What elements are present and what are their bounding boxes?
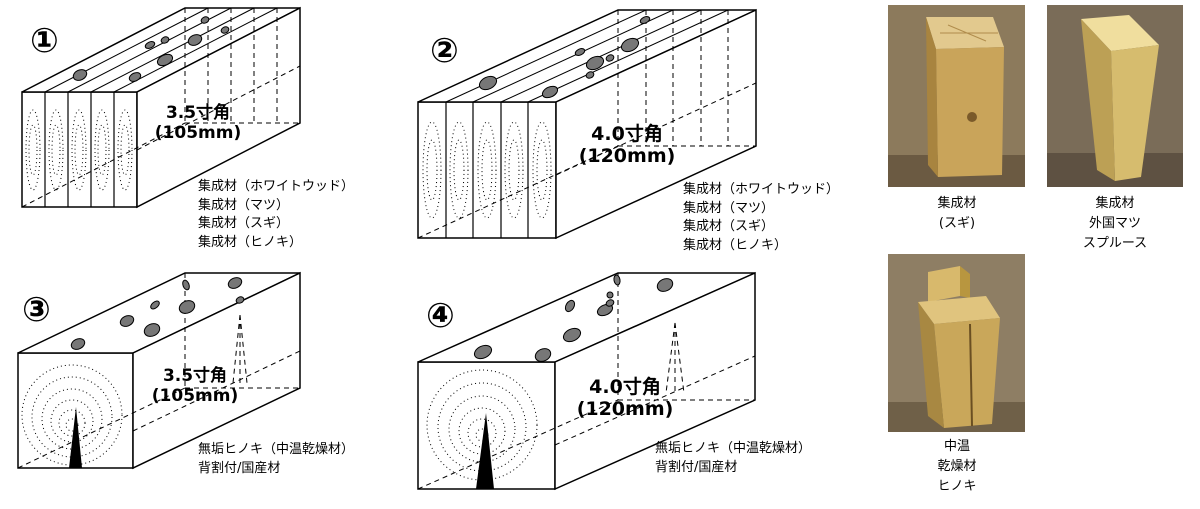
diagram-4: ④ 4.0寸角 (120mm) 無垢ヒノキ（中温乾燥材） 背割付/国産材: [410, 265, 870, 500]
spec-line: 背割付/国産材: [198, 460, 354, 479]
spec-line: 無垢ヒノキ（中温乾燥材）: [198, 441, 354, 460]
caption-line: 集成材: [1058, 194, 1172, 214]
diagram-1: ① 3.5寸角 (105mm) 集成材（ホワイトウッド） 集成材（マツ） 集成材…: [0, 0, 420, 250]
dimension-label: 4.0寸角 (120mm): [572, 124, 682, 168]
dimension-sub: (120mm): [572, 146, 682, 168]
photo-laminated-sugi: [888, 5, 1025, 187]
photo-hinoki: [888, 254, 1025, 432]
spec-list: 集成材（ホワイトウッド） 集成材（マツ） 集成材（スギ） 集成材（ヒノキ）: [198, 178, 354, 252]
spec-line: 集成材（ホワイトウッド）: [683, 181, 839, 200]
caption-line: 中温: [900, 437, 1014, 457]
spec-line: 集成材（スギ）: [683, 218, 839, 237]
dimension-label: 3.5寸角 (105mm): [140, 367, 250, 406]
spec-line: 集成材（ヒノキ）: [198, 234, 354, 253]
diagram-2: ② 4.0寸角 (120mm) 集成材（ホワイトウッド） 集成材（マツ） 集成材…: [410, 0, 870, 260]
spec-list: 無垢ヒノキ（中温乾燥材） 背割付/国産材: [198, 441, 354, 478]
caption-line: ヒノキ: [900, 477, 1014, 497]
dimension-main: 4.0寸角: [572, 124, 682, 146]
dimension-sub: (105mm): [140, 387, 250, 407]
wood-post-image: [1047, 5, 1183, 187]
dimension-sub: (105mm): [143, 124, 253, 144]
photo-caption: 集成材 (スギ): [900, 194, 1014, 234]
spec-line: 集成材（ホワイトウッド）: [198, 178, 354, 197]
caption-line: 外国マツ: [1058, 214, 1172, 234]
spec-line: 集成材（ヒノキ）: [683, 237, 839, 256]
dimension-label: 4.0寸角 (120mm): [570, 377, 680, 421]
spec-line: 集成材（マツ）: [683, 200, 839, 219]
spec-list: 集成材（ホワイトウッド） 集成材（マツ） 集成材（スギ） 集成材（ヒノキ）: [683, 181, 839, 255]
spec-line: 無垢ヒノキ（中温乾燥材）: [655, 440, 811, 459]
caption-line: スプルース: [1058, 234, 1172, 254]
diagram-3: ③ 3.5寸角 (105mm) 無垢ヒノキ（中温乾燥材） 背割付/国産材: [0, 255, 420, 485]
dimension-sub: (120mm): [570, 399, 680, 421]
wood-post-image: [888, 254, 1025, 432]
spec-line: 背割付/国産材: [655, 459, 811, 478]
spec-line: 集成材（スギ）: [198, 215, 354, 234]
wood-post-image: [888, 5, 1025, 187]
spec-list: 無垢ヒノキ（中温乾燥材） 背割付/国産材: [655, 440, 811, 477]
diagram-number: ①: [30, 24, 59, 58]
caption-line: (スギ): [900, 214, 1014, 234]
diagram-number: ③: [22, 293, 51, 327]
diagram-number: ②: [430, 34, 459, 68]
dimension-main: 3.5寸角: [140, 367, 250, 387]
spec-line: 集成材（マツ）: [198, 197, 354, 216]
dimension-main: 3.5寸角: [143, 104, 253, 124]
photo-caption: 中温 乾燥材 ヒノキ: [900, 437, 1014, 497]
photo-caption: 集成材 外国マツ スプルース: [1058, 194, 1172, 254]
caption-line: 乾燥材: [900, 457, 1014, 477]
diagram-number: ④: [426, 299, 455, 333]
dimension-main: 4.0寸角: [570, 377, 680, 399]
caption-line: 集成材: [900, 194, 1014, 214]
dimension-label: 3.5寸角 (105mm): [143, 104, 253, 143]
photo-laminated-spruce: [1047, 5, 1183, 187]
